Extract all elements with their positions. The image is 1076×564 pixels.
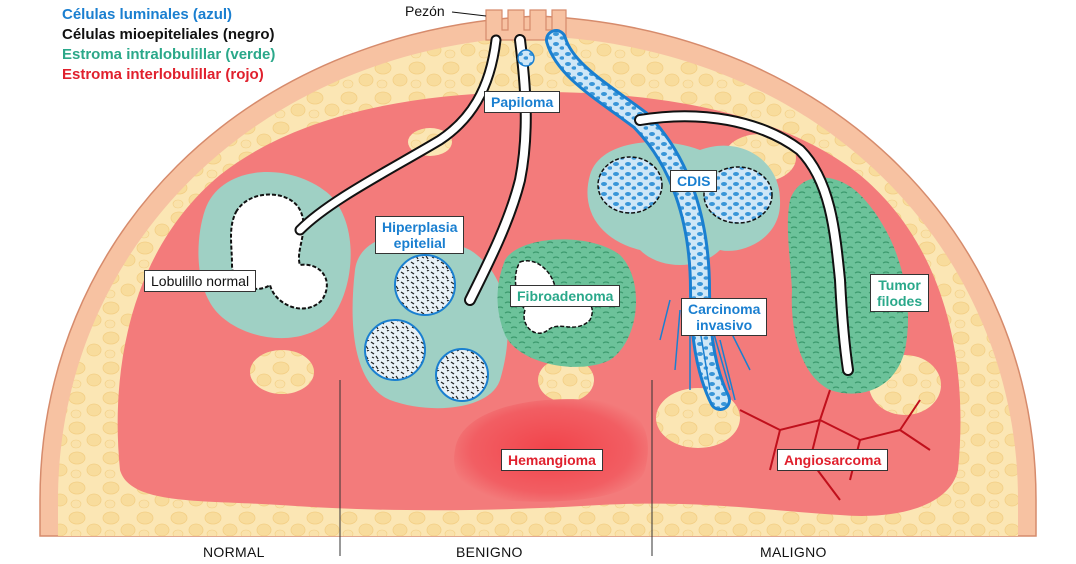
label-hiperplasia-line2: epitelial — [393, 235, 446, 251]
fat-island — [538, 358, 594, 402]
nipple-label: Pezón — [405, 3, 445, 19]
label-angiosarcoma: Angiosarcoma — [777, 449, 889, 471]
label-hiperplasia-line1: Hiperplasia — [382, 219, 458, 235]
hyperplasia-lobule — [352, 234, 508, 409]
fat-island — [250, 350, 314, 394]
phyllodes-tumor — [787, 177, 909, 394]
section-normal: NORMAL — [203, 544, 265, 560]
legend: Células luminales (azul) Células mioepit… — [62, 5, 275, 85]
section-maligno: MALIGNO — [760, 544, 827, 560]
label-hiperplasia: Hiperplasia epitelial — [375, 216, 465, 254]
normal-lobule — [198, 172, 351, 339]
label-hemangioma-text: Hemangioma — [508, 452, 596, 468]
nipple — [485, 9, 567, 41]
label-lobulillo-text: Lobulillo normal — [151, 273, 250, 289]
invasive-spread — [659, 299, 751, 401]
label-tumor-line1: Tumor — [878, 277, 921, 293]
legend-interlobular: Estroma interlobulillar (rojo) — [62, 66, 264, 83]
label-fibroadenoma: Fibroadenoma — [510, 285, 621, 307]
legend-myoepithelial: Células mioepiteliales (negro) — [62, 26, 275, 43]
label-carcinoma-line1: Carcinoma — [688, 301, 761, 317]
label-papiloma: Papiloma — [484, 91, 561, 113]
label-carcinoma: Carcinoma invasivo — [681, 298, 768, 336]
papilloma-mass — [517, 49, 535, 67]
legend-intralobular: Estroma intralobulillar (verde) — [62, 46, 276, 63]
label-cdis: CDIS — [670, 170, 718, 192]
label-hemangioma: Hemangioma — [501, 449, 603, 471]
nipple-pointer — [451, 11, 487, 17]
label-fibroadenoma-text: Fibroadenoma — [517, 288, 614, 304]
label-tumor-filodes: Tumor filodes — [870, 274, 930, 312]
label-carcinoma-line2: invasivo — [696, 317, 753, 333]
label-papiloma-text: Papiloma — [491, 94, 554, 110]
section-benigno: BENIGNO — [456, 544, 523, 560]
label-lobulillo-normal: Lobulillo normal — [144, 270, 257, 292]
label-cdis-text: CDIS — [677, 173, 711, 189]
label-angiosarcoma-text: Angiosarcoma — [784, 452, 882, 468]
label-tumor-line2: filodes — [877, 293, 923, 309]
legend-luminal: Células luminales (azul) — [62, 6, 233, 23]
